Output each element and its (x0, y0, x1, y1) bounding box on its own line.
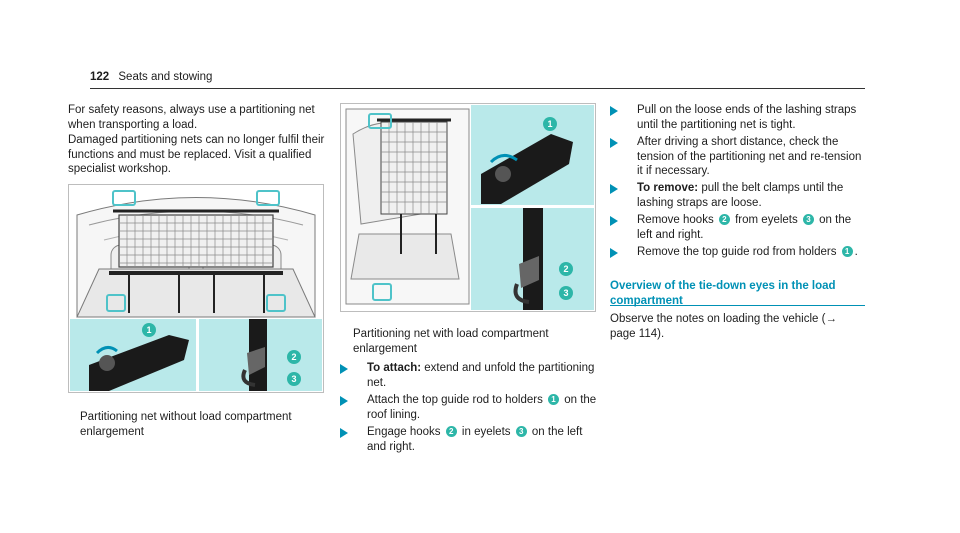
caption-line-1: Partitioning net without load compartmen… (80, 411, 292, 423)
figure-caption-1: Partitioning net without load compartmen… (80, 410, 292, 439)
callout-3: 3 (287, 372, 301, 386)
step-text: in eyelets (458, 426, 514, 438)
bullet-arrow-icon (610, 184, 618, 194)
bullet-arrow-icon (610, 138, 618, 148)
caption-line-1: Partitioning net with load compartment (353, 328, 549, 340)
figure-without-enlargement (68, 184, 324, 393)
caption-line-2: enlargement (80, 425, 144, 438)
step-text: extend and unfold the partitioning net. (367, 362, 595, 389)
bullet-arrow-icon (610, 216, 618, 226)
figure-with-enlargement (340, 103, 596, 312)
partitioning-net (113, 209, 279, 268)
callout-3: 3 (559, 286, 573, 300)
callout-1: 1 (543, 117, 557, 131)
callout-2: 2 (287, 350, 301, 364)
callout-2: 2 (445, 426, 457, 437)
header-divider (90, 88, 865, 89)
bullet-arrow-icon (340, 428, 348, 438)
safety-paragraph: For safety reasons, always use a partiti… (68, 104, 315, 131)
step-text: Engage hooks (367, 426, 444, 438)
chapter-title: Seats and stowing (118, 71, 213, 83)
callout-3: 3 (515, 426, 527, 437)
callout-1: 1 (142, 323, 156, 337)
callout-3: 3 (802, 214, 814, 225)
section-divider (610, 305, 865, 306)
step-text: from eyelets (731, 214, 801, 226)
cargo-area-illustration (70, 190, 322, 391)
callout-2: 2 (559, 262, 573, 276)
step-label: To remove: (637, 182, 699, 194)
side-view-illustration (345, 105, 594, 310)
callout-1: 1 (841, 246, 853, 257)
callout-2: 2 (718, 214, 730, 225)
page-number: 122 (90, 71, 110, 83)
partitioning-net (377, 118, 451, 215)
step-text: pull the belt clamps until the lashing s… (637, 182, 844, 209)
step-text: After driving a short distance, check th… (637, 136, 862, 177)
step-text: Remove the top guide rod from holders (637, 246, 840, 258)
step-text: on the left and right. (367, 426, 583, 453)
figure-caption-2: Partitioning net with load compartment e… (353, 327, 549, 356)
step-text: Pull on the loose ends of the lashing st… (637, 104, 857, 131)
step-text: Attach the top guide rod to holders (367, 394, 547, 406)
bullet-arrow-icon (340, 396, 348, 406)
step-label: To attach: (367, 362, 422, 374)
running-header: 122 Seats and stowing (90, 71, 212, 83)
step-text: Remove hooks (637, 214, 717, 226)
step-text: on the roof lining. (367, 394, 597, 421)
loading-note-link[interactable]: Observe the notes on loading the vehicle… (610, 313, 837, 340)
bullet-arrow-icon (610, 248, 618, 258)
step-text: . (854, 246, 858, 258)
bullet-arrow-icon (340, 364, 348, 374)
callout-1: 1 (548, 394, 560, 405)
step-text: on the left and right. (637, 214, 852, 241)
caption-line-2: enlargement (353, 342, 417, 355)
section-heading: Overview of the tie-down eyes in the loa… (610, 280, 836, 307)
damage-paragraph: Damaged partitioning nets can no longer … (68, 134, 325, 175)
bullet-arrow-icon (610, 106, 618, 116)
